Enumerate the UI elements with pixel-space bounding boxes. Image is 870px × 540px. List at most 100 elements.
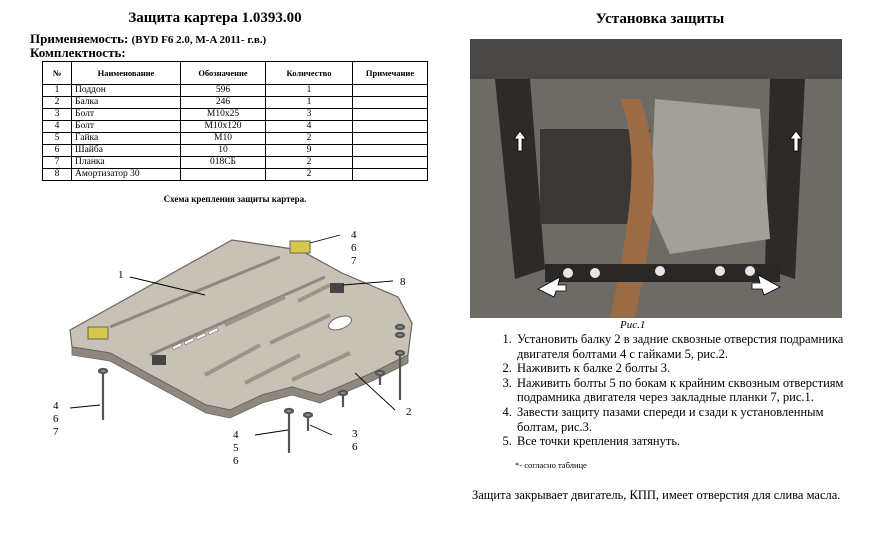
left-title: Защита картера 1.0393.00 (128, 10, 302, 26)
cell-note (352, 84, 428, 97)
table-header-row: № Наименование Обозначение Количество Пр… (42, 61, 428, 85)
cell-note (352, 168, 428, 181)
damper-left (152, 355, 166, 365)
arrow-right-icon (537, 276, 567, 298)
cell-designation (180, 168, 266, 181)
cell-quantity: 1 (265, 96, 353, 109)
installation-steps: Установить балку 2 в задние сквозные отв… (497, 332, 865, 449)
label-group-top-right: 4 6 7 (351, 229, 357, 268)
label-7: 7 (53, 426, 59, 438)
subframe-right (765, 79, 805, 279)
label-group-bottom-right: 3 6 (352, 428, 358, 454)
cell-number: 2 (42, 96, 72, 109)
arrow-icons (513, 130, 803, 298)
mounting-bracket-right (289, 240, 311, 254)
applicability-label: Применяемость: (30, 31, 129, 46)
cell-number: 5 (42, 132, 72, 145)
closing-text: Защита закрывает двигатель, КПП, имеет о… (472, 488, 841, 502)
label-item-1: 1 (118, 269, 124, 281)
plate-rib (224, 295, 286, 327)
installation-photo (470, 39, 842, 318)
label-group-left: 4 6 7 (53, 400, 59, 439)
cell-number: 3 (42, 108, 72, 121)
cell-name: Шайба (71, 144, 181, 157)
gearbox (650, 99, 770, 254)
label-group-bottom-middle: 4 5 6 (233, 429, 239, 468)
label-6: 6 (53, 413, 59, 425)
label-6: 6 (352, 441, 358, 453)
applicability-model: (BYD F6 2.0, M-A 2011- г.в.) (131, 34, 267, 46)
cell-note (352, 144, 428, 157)
beam-holes (563, 266, 755, 278)
cell-name: Гайка (71, 132, 181, 145)
leader-lines (69, 234, 396, 436)
label-4: 4 (351, 229, 357, 241)
plate-rib (244, 353, 301, 385)
drain-hole (328, 315, 352, 331)
label-7: 7 (351, 255, 357, 267)
cell-quantity: 2 (265, 132, 353, 145)
cell-number: 6 (42, 144, 72, 157)
vent-slots (171, 327, 219, 351)
cell-designation: 018СБ (180, 156, 266, 169)
list-item: Завести защиту пазами спереди и сзади к … (515, 405, 865, 434)
label-4: 4 (233, 429, 239, 441)
cell-quantity: 3 (265, 108, 353, 121)
mounting-bracket-left (87, 326, 109, 340)
arrow-left-icon (751, 274, 781, 296)
scheme-caption: Схема крепления защиты картера. (163, 194, 307, 204)
header-note: Примечание (352, 61, 428, 85)
cell-designation: M10x120 (180, 120, 266, 133)
label-item-2: 2 (406, 406, 412, 418)
cell-note (352, 108, 428, 121)
subframe-left (495, 79, 545, 279)
installation-photo-drawing (470, 39, 842, 318)
cell-name: Балка (71, 96, 181, 109)
footnote: *- согласно таблице (515, 460, 587, 470)
header-quantity: Количество (265, 61, 353, 85)
header-number: № (42, 61, 72, 85)
right-title: Установка защиты (595, 11, 725, 27)
list-item: Наживить болты 5 по бокам к крайним скво… (515, 376, 865, 405)
cell-quantity: 1 (265, 84, 353, 97)
plate-rib (269, 313, 331, 345)
arrow-up-icon (513, 130, 527, 152)
cell-number: 8 (42, 168, 72, 181)
cell-designation: M10x25 (180, 108, 266, 121)
cell-number: 4 (42, 120, 72, 133)
cell-quantity: 4 (265, 120, 353, 133)
cell-name: Болт (71, 120, 181, 133)
cell-designation: 596 (180, 84, 266, 97)
cell-name: Амортизатор 30 (71, 168, 181, 181)
kit-label: Комплектность: (30, 45, 126, 60)
cell-designation: 10 (180, 144, 266, 157)
cell-quantity: 2 (265, 168, 353, 181)
label-4: 4 (53, 400, 59, 412)
cell-note (352, 156, 428, 169)
cell-quantity: 2 (265, 156, 353, 169)
cell-number: 1 (42, 84, 72, 97)
label-6: 6 (351, 242, 357, 254)
cell-note (352, 96, 428, 109)
plate-rib (291, 351, 351, 382)
cell-note (352, 120, 428, 133)
label-item-8: 8 (400, 276, 406, 288)
figure-caption: Рис.1 (620, 319, 646, 331)
label-3: 3 (352, 428, 358, 440)
bolt-set (97, 323, 406, 453)
label-6: 6 (233, 455, 239, 467)
cell-number: 7 (42, 156, 72, 169)
exhaust-pipe (610, 99, 654, 318)
list-item: Все точки крепления затянуть. (515, 434, 865, 449)
plate-rib (109, 255, 281, 329)
mounting-diagram (69, 234, 413, 453)
list-item: Установить балку 2 в задние сквозные отв… (515, 332, 865, 361)
cell-name: Болт (71, 108, 181, 121)
cell-designation: M10 (180, 132, 266, 145)
